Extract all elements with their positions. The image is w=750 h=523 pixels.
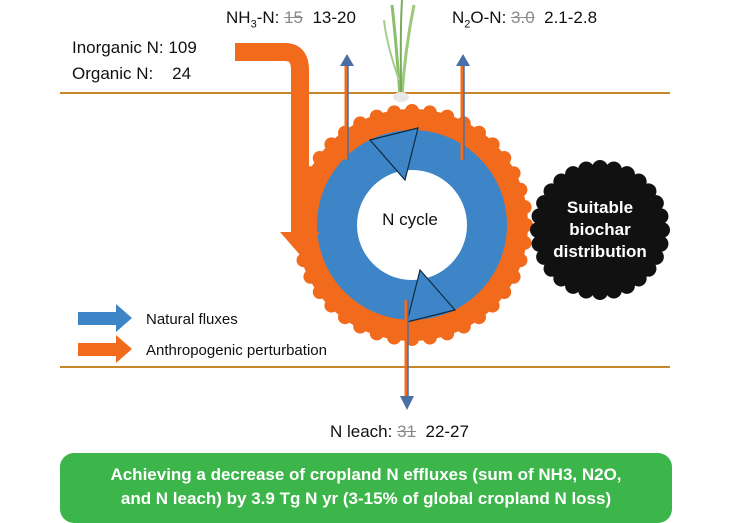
badge-line-1: Suitable (566, 198, 634, 217)
n2o-old-value: 3.0 (511, 8, 535, 27)
biochar-badge-shape (530, 160, 670, 300)
n-leach-label: N leach: 31 22-27 (330, 422, 469, 441)
banner-line-2: and N leach) by 3.9 Tg N yr (3-15% of gl… (120, 489, 612, 508)
nh3-label: NH3-N: 15 13-20 (226, 8, 356, 31)
cycle-arrow-bottom (406, 268, 457, 323)
n2o-flux-arrow (456, 54, 470, 160)
legend-anthropogenic-label: Anthropogenic perturbation (146, 342, 327, 359)
n-cycle-label: N cycle (382, 210, 438, 229)
input-flow-arrow (235, 43, 309, 235)
badge-line-2: biochar (569, 220, 631, 239)
n2o-label: N2O-N: 3.0 2.1-2.8 (452, 8, 598, 31)
inorganic-n-value: 109 (168, 38, 197, 57)
n2o-new-value: 2.1-2.8 (544, 8, 598, 27)
leach-old-value: 31 (397, 422, 417, 441)
biochar-badge: Suitable biochar distribution (530, 160, 670, 300)
legend-natural-arrow (78, 304, 132, 332)
banner-line-1: Achieving a decrease of cropland N efflu… (110, 465, 622, 484)
leach-flux-arrow (400, 300, 414, 410)
legend-natural-label: Natural fluxes (146, 311, 238, 328)
leach-new-value: 22-27 (425, 422, 469, 441)
legend-anthropogenic-arrow (78, 335, 132, 363)
nh3-new-value: 13-20 (312, 8, 356, 27)
diagram-graphics (60, 0, 670, 410)
inorganic-n-label: Inorganic N: 109 (72, 38, 197, 57)
organic-n-label: Organic N: 24 (72, 64, 192, 83)
plant-icon (383, 0, 416, 102)
summary-banner: Achieving a decrease of cropland N efflu… (60, 453, 672, 523)
organic-n-value: 24 (172, 64, 192, 83)
badge-line-3: distribution (553, 242, 647, 261)
cycle-arrow-top (368, 127, 419, 182)
n-cycle-hole (357, 170, 467, 280)
nh3-old-value: 15 (284, 8, 304, 27)
nh3-flux-arrow (340, 54, 354, 160)
